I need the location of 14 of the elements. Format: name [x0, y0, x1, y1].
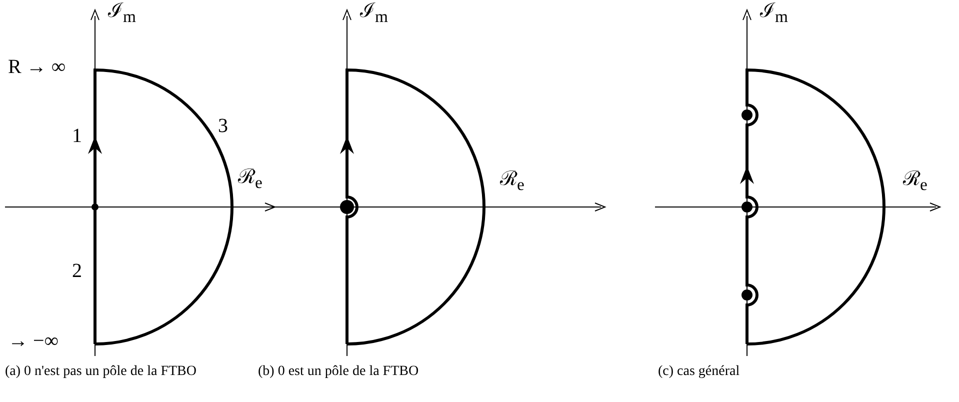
axis-label: ℐ$_{m}$: [108, 0, 136, 26]
axis-label: ℛ$_{e}$: [500, 168, 524, 194]
axis-label: ℛ$_{e}$: [238, 166, 262, 192]
figure-caption: (a) 0 n'est pas un pôle de la FTBO: [5, 364, 196, 380]
axis-limit-label: → −∞: [8, 330, 59, 352]
axis-limit-label: R → ∞: [8, 56, 66, 78]
axis-label: ℐ$_{m}$: [760, 0, 788, 26]
axis-label: ℛ$_{e}$: [903, 168, 928, 194]
segment-number: 3: [218, 115, 228, 137]
figure-caption: (b) 0 est un pôle de la FTBO: [258, 364, 419, 380]
segment-number: 2: [72, 260, 82, 282]
axis-label: ℐ$_{m}$: [360, 0, 388, 26]
segment-number: 1: [72, 125, 82, 147]
figure-caption: (c) cas général: [658, 364, 740, 380]
